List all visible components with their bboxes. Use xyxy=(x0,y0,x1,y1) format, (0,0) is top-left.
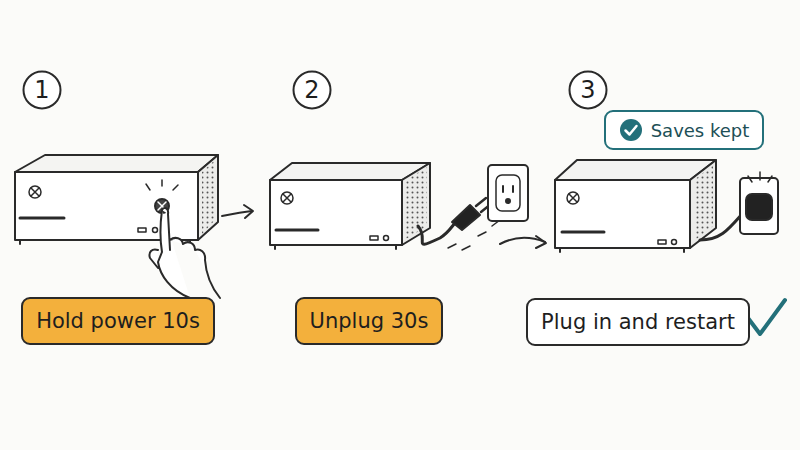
callout-number: 1 xyxy=(34,76,49,104)
step-text: Hold power 10s xyxy=(36,309,200,333)
check-mark xyxy=(748,300,785,334)
step-number: 3 xyxy=(568,70,608,110)
step-text: Unplug 30s xyxy=(310,309,429,333)
step-label: Plug in and restart xyxy=(526,298,750,346)
step-number: 1 xyxy=(22,70,62,110)
step-label: Hold power 10s xyxy=(21,297,215,345)
step-label: Unplug 30s xyxy=(295,297,444,345)
step-text: Plug in and restart xyxy=(541,310,735,334)
console-1 xyxy=(15,155,220,298)
callout-number: 2 xyxy=(304,76,319,104)
console-3 xyxy=(555,160,778,252)
step-text: Saves kept xyxy=(651,120,750,141)
status-badge: Saves kept xyxy=(604,110,765,150)
callout-number: 3 xyxy=(580,76,595,104)
console-2 xyxy=(270,163,528,250)
step-number: 2 xyxy=(292,70,332,110)
check-icon xyxy=(619,118,643,142)
